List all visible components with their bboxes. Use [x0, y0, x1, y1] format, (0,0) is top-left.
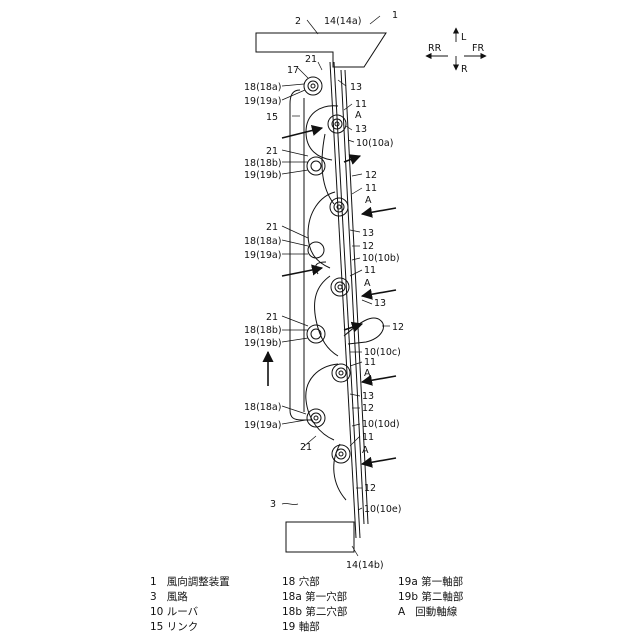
label-A: A	[365, 195, 372, 206]
label-15: 15	[266, 112, 278, 123]
legend-name: リンク	[166, 621, 199, 633]
legend-code: 18a	[282, 591, 302, 603]
label-18a: 18(18a)	[244, 82, 281, 93]
label-13: 13	[350, 82, 362, 93]
legend-name: 第二穴部	[305, 606, 348, 618]
dir-right-label: R	[461, 64, 468, 75]
louver-stack	[329, 61, 369, 539]
label-12: 12	[392, 322, 404, 333]
label-A: A	[355, 110, 362, 121]
legend-code: 18b	[282, 606, 303, 618]
label-17: 17	[287, 65, 299, 76]
legend-item: 3 風路	[150, 591, 188, 603]
legend-item: 19 軸部	[282, 621, 320, 633]
legend-name: 軸部	[298, 621, 320, 633]
legend-name: 第二軸部	[421, 591, 464, 603]
louver-10b	[307, 191, 336, 275]
label-10d: 10(10d)	[362, 419, 400, 430]
label-11: 11	[362, 432, 374, 443]
airflow-arrows	[262, 125, 397, 468]
legend-code: 19	[282, 621, 296, 633]
label-11: 11	[365, 183, 377, 194]
label-12: 12	[365, 170, 377, 181]
louver-10d	[305, 363, 339, 441]
label-18b: 18(18b)	[244, 158, 282, 169]
legend-code: 1	[150, 576, 157, 588]
label-12: 12	[362, 241, 374, 252]
legend-item: 19b 第二軸部	[398, 591, 463, 603]
label-13: 13	[355, 124, 367, 135]
legend-code: 19b	[398, 591, 419, 603]
legend-item: 10 ルーバ	[150, 606, 198, 618]
legend-code: 3	[150, 591, 157, 603]
label-13: 13	[362, 228, 374, 239]
legend-code: 19a	[398, 576, 418, 588]
louver-10e	[333, 443, 347, 501]
label-A: A	[362, 445, 369, 456]
legend-name: 回動軸線	[415, 606, 458, 618]
link-15	[289, 89, 312, 421]
label-13: 13	[362, 391, 374, 402]
label-18b: 18(18b)	[244, 325, 282, 336]
leader-lines	[281, 15, 390, 557]
label-10b: 10(10b)	[362, 253, 400, 264]
legend-name: 風路	[166, 591, 188, 603]
legend-name: 第一穴部	[305, 591, 348, 603]
label-1: 1	[392, 10, 398, 21]
label-10c: 10(10c)	[364, 347, 401, 358]
legend-name: 第一軸部	[421, 576, 464, 588]
label-A: A	[364, 278, 371, 289]
legend-item: 18 穴部	[282, 576, 320, 588]
label-19b: 19(19b)	[244, 338, 282, 349]
dir-rear-label: RR	[428, 43, 442, 54]
label-19a: 19(19a)	[244, 420, 281, 431]
label-21: 21	[266, 312, 278, 323]
label-21: 21	[266, 146, 278, 157]
legend-code: 18	[282, 576, 296, 588]
label-19a: 19(19a)	[244, 250, 281, 261]
label-2: 2	[295, 16, 301, 27]
label-10e: 10(10e)	[364, 504, 401, 515]
label-3: 3	[270, 499, 276, 510]
legend-name: 穴部	[298, 576, 320, 588]
legend-item: 1 風向調整装置	[150, 576, 230, 588]
label-11: 11	[355, 99, 367, 110]
legend-code: 15	[150, 621, 164, 633]
label-13: 13	[374, 298, 386, 309]
label-11: 11	[364, 357, 376, 368]
top-wall	[255, 32, 387, 68]
label-18a: 18(18a)	[244, 402, 281, 413]
label-21: 21	[266, 222, 278, 233]
legend-code: A	[398, 606, 406, 618]
label-A: A	[364, 368, 371, 379]
label-12: 12	[364, 483, 376, 494]
reference-legend: 1 風向調整装置 3 風路 10 ルーバ 15 リンク 18 穴部 18a 第一…	[0, 572, 640, 638]
bottom-wall	[285, 521, 355, 553]
legend-name: 風向調整装置	[166, 576, 230, 588]
label-12: 12	[362, 403, 374, 414]
legend-name: ルーバ	[166, 606, 199, 618]
direction-key	[425, 27, 487, 71]
label-19a: 19(19a)	[244, 96, 281, 107]
label-21: 21	[300, 442, 312, 453]
label-10a: 10(10a)	[356, 138, 393, 149]
label-18a: 18(18a)	[244, 236, 281, 247]
legend-item: 18b 第二穴部	[282, 606, 347, 618]
dir-left-label: L	[461, 32, 467, 43]
legend-item: 15 リンク	[150, 621, 198, 633]
direction-key-labels: L R RR FR	[428, 32, 484, 75]
label-19b: 19(19b)	[244, 170, 282, 181]
callout-labels: 1 2 14(14a) 21 17 18(18a) 19(19a) 15 13 …	[244, 10, 404, 571]
legend-item: 19a 第一軸部	[398, 576, 463, 588]
label-11: 11	[364, 265, 376, 276]
label-14b: 14(14b)	[346, 560, 384, 571]
label-21: 21	[305, 54, 317, 65]
legend-item: 18a 第一穴部	[282, 591, 347, 603]
legend-item: A 回動軸線	[398, 606, 457, 618]
dir-front-label: FR	[472, 43, 484, 54]
legend-code: 10	[150, 606, 164, 618]
shafts	[303, 76, 351, 464]
label-14a: 14(14a)	[324, 16, 361, 27]
